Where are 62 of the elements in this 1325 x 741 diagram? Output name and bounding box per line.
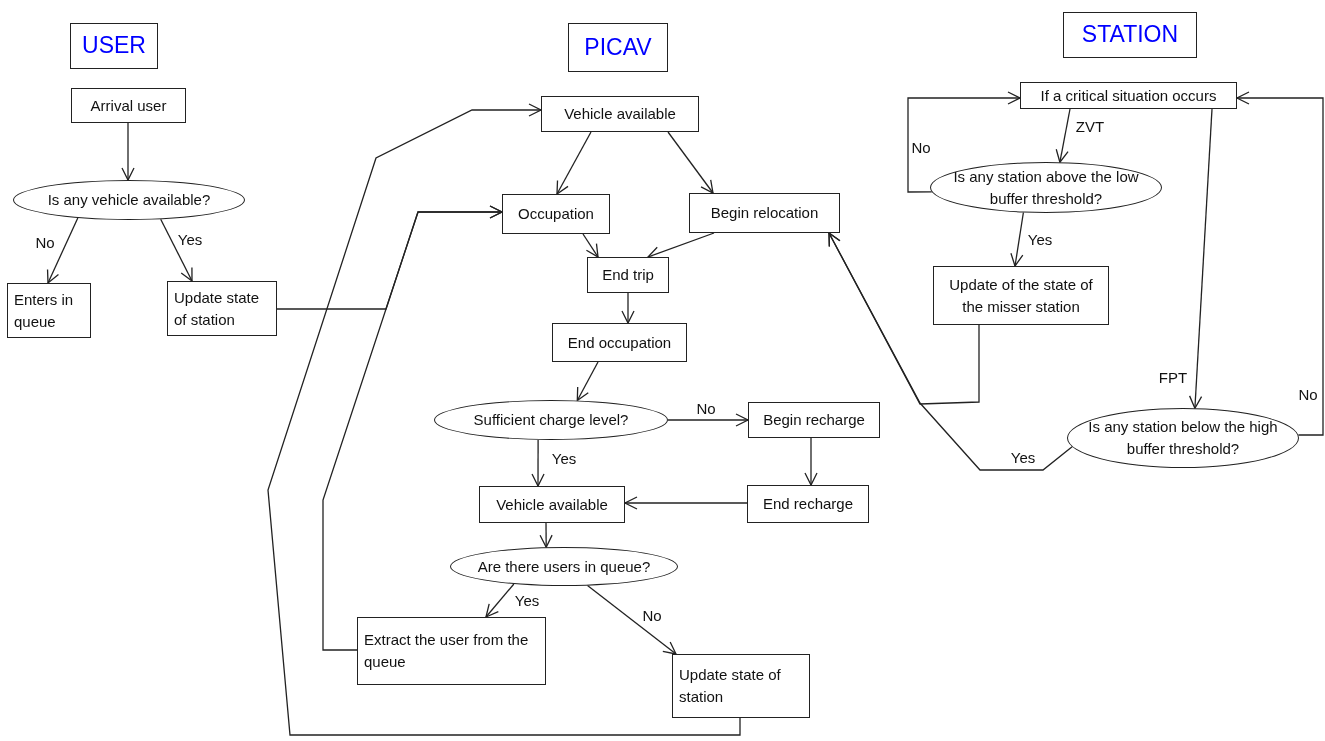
process-box (71, 88, 186, 123)
process-box (933, 266, 1109, 325)
node-text: End recharge (762, 494, 854, 515)
node-text: Update state of station (679, 665, 782, 707)
heading-box (70, 23, 158, 69)
process-box (689, 193, 840, 233)
arrow (1010, 211, 1025, 267)
process-box (479, 486, 625, 523)
process-box (167, 281, 277, 336)
heading-text: STATION (1081, 20, 1179, 50)
node-text: Begin relocation (710, 203, 819, 224)
arrow (539, 522, 553, 548)
node-text: Occupation (518, 204, 594, 225)
process-box (541, 96, 699, 132)
node-text: If a critical situation occurs (1040, 85, 1217, 106)
process-box (1020, 82, 1237, 109)
node-text: Is any station below the high buffer threshold? (1087, 417, 1279, 459)
arrow (267, 103, 741, 736)
node-text: Enters in queue (14, 289, 75, 332)
arrow (624, 496, 748, 510)
process-box (672, 654, 810, 718)
arrow (582, 233, 599, 258)
process-box (747, 485, 869, 523)
heading-text: USER (82, 31, 146, 61)
process-box (7, 283, 91, 338)
node-text: Update of the state of the misser station (948, 274, 1094, 317)
arrow (804, 437, 818, 486)
arrow (1055, 108, 1071, 163)
arrow (556, 131, 592, 195)
heading-box (568, 23, 668, 72)
arrow (621, 292, 635, 324)
arrow (828, 232, 1073, 471)
heading-box (1063, 12, 1197, 58)
node-text: End trip (602, 265, 654, 286)
arrow (907, 91, 1021, 193)
node-text: Vehicle available (564, 104, 676, 125)
process-box (748, 402, 880, 438)
process-box (502, 194, 610, 234)
process-box (552, 323, 687, 362)
arrow (1236, 91, 1324, 436)
process-box (587, 257, 669, 293)
node-text: Arrival user (90, 95, 167, 116)
arrow (1188, 108, 1213, 409)
arrow (667, 413, 749, 427)
arrow (586, 584, 677, 655)
heading-text: PICAV (584, 32, 652, 62)
node-text: Begin recharge (763, 410, 865, 431)
node-text: Is any station above the low buffer threshold? (952, 166, 1140, 209)
arrow (322, 205, 503, 651)
node-text: Update state of station (174, 287, 261, 330)
arrow (531, 439, 545, 487)
node-text: Sufficient charge level? (473, 410, 629, 431)
arrow (160, 218, 193, 282)
node-text: End occupation (567, 332, 672, 353)
arrow (576, 361, 599, 402)
node-text: Extract the user from the queue (364, 630, 530, 672)
node-text: Are there users in queue? (477, 556, 651, 577)
process-box (357, 617, 546, 685)
arrow (121, 122, 135, 181)
node-text: Is any vehicle available? (47, 190, 211, 211)
node-text: Vehicle available (496, 494, 608, 515)
arrow (667, 131, 714, 194)
